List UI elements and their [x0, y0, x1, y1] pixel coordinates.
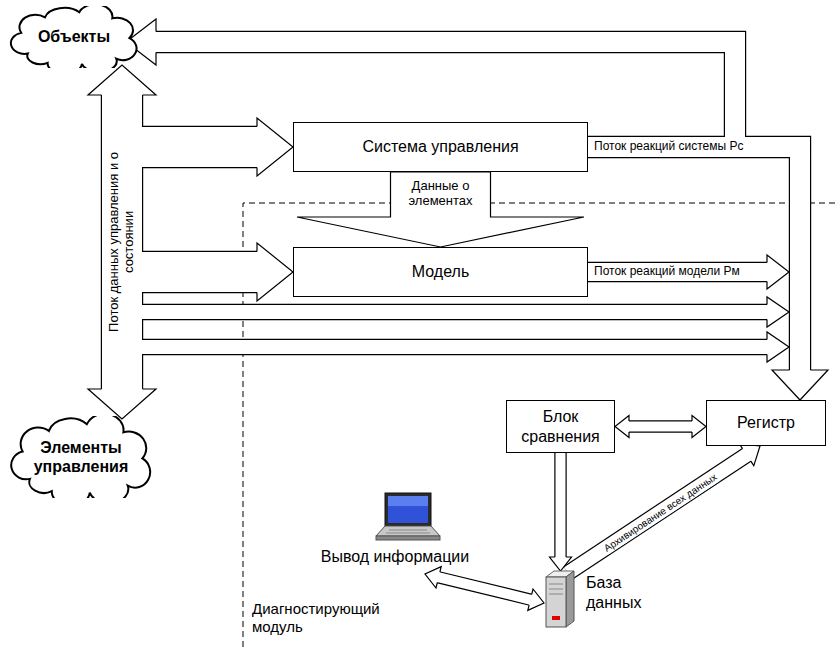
cloud-outline [8, 416, 154, 498]
connector-outline [568, 455, 747, 573]
arrow-head [550, 557, 572, 571]
arrow-head [425, 567, 441, 588]
connector-outline [629, 420, 693, 432]
connector-outline [101, 95, 143, 390]
edge-label: Поток реакций модели Pм [594, 265, 740, 279]
data-transfer-arrow [297, 172, 584, 247]
connector [438, 577, 531, 600]
connector-outline [141, 339, 768, 355]
arrow-head [767, 332, 789, 362]
arrow-head [257, 118, 293, 176]
process-box: Регистр [706, 400, 826, 446]
node-text: Вывод информации [285, 548, 505, 566]
connector [568, 455, 747, 573]
process-box: Модель [293, 247, 588, 297]
node-text: Объекты [38, 27, 110, 46]
arrow-head [739, 444, 760, 466]
module-label: Диагностирующий модуль [252, 600, 392, 636]
arrow-head [257, 243, 293, 301]
database-node: База данных [540, 565, 655, 633]
node-text: Блок сравнения [507, 405, 614, 447]
process-box: Система управления [293, 122, 588, 172]
connector [141, 305, 768, 319]
arrow-head [425, 567, 441, 588]
edge-label: Поток данных управления и о состоянии [107, 127, 137, 357]
object-cloud: Объекты [8, 6, 140, 68]
connector [588, 147, 800, 371]
connector [588, 263, 768, 281]
connector-outline [554, 453, 566, 558]
edge-label: Данные о элементах [394, 179, 488, 209]
process-box: Блок сравнения [506, 400, 615, 453]
laptop-node: Вывод информации [285, 492, 505, 572]
connector-outline [141, 126, 258, 168]
arrow-head [615, 416, 629, 438]
connector-outline [438, 577, 531, 600]
node-text: Элементы управления [21, 438, 141, 476]
connector-outline [141, 251, 258, 293]
node-text: Модель [406, 260, 475, 283]
arrow-head [767, 297, 789, 327]
connector [629, 422, 693, 432]
arrow-head [615, 416, 629, 438]
node-text: Регистр [731, 411, 801, 434]
connector-outlines [122, 42, 800, 600]
arrow-head [257, 118, 293, 176]
node-text: Система управления [356, 135, 524, 158]
arrow-head [767, 255, 789, 289]
server-icon [540, 569, 580, 629]
connector-outline [141, 304, 768, 320]
node-text: База данных [586, 573, 652, 613]
arrow-head [550, 557, 572, 571]
dashed-boundary [243, 203, 835, 647]
arrow-head [767, 297, 789, 327]
edge-label: Архивирование всех данных [601, 471, 718, 554]
edge-label: Поток реакций системы Pc [594, 140, 744, 154]
connector [102, 95, 142, 390]
connector-heads [88, 19, 828, 610]
connector [141, 127, 258, 167]
arrow-head [88, 65, 156, 95]
element-cloud: Элементы управления [8, 416, 154, 498]
connector-outline [588, 262, 768, 282]
arrow-head [88, 65, 156, 95]
arrow-head [692, 416, 706, 438]
connector-outline [588, 147, 800, 371]
connector [141, 340, 768, 354]
laptop-icon [375, 492, 441, 542]
arrow-head [528, 589, 544, 610]
arrow-head [528, 589, 544, 610]
arrow-head [767, 332, 789, 362]
arrow-head [739, 444, 760, 466]
arrow-head [772, 370, 828, 400]
arrow-head [88, 389, 156, 419]
connector [556, 453, 566, 558]
arrow-head [772, 370, 828, 400]
arrow-head [767, 255, 789, 289]
arrow-head [692, 416, 706, 438]
connector [141, 252, 258, 292]
arrow-head [257, 243, 293, 301]
connector-fills [122, 42, 800, 600]
arrow-head [88, 389, 156, 419]
